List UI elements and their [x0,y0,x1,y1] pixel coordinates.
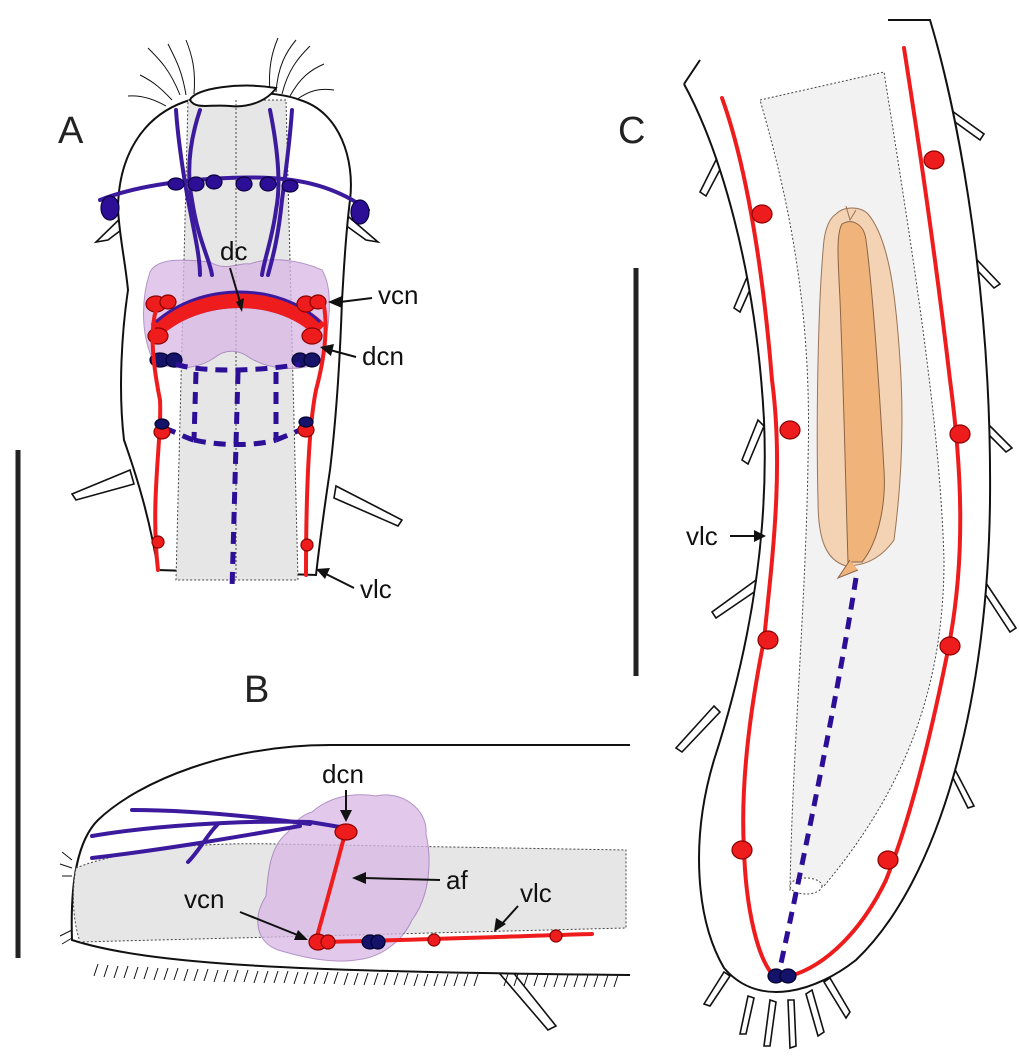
chaeta-a-right [334,486,402,526]
panel-a: A dc vcn dcn vlc [58,38,418,604]
label-b-vlc: vlc [520,878,552,908]
label-a-dc: dc [220,236,247,266]
label-c-vlc: vlc [686,521,718,551]
label-a-dcn: dcn [362,341,404,371]
label-b-dcn: dcn [322,759,364,789]
label-a-vcn: vcn [378,280,418,310]
label-b-af: af [446,865,468,895]
chaeta-a-left [72,470,134,500]
panel-b: B dcn af vcn vlc [60,669,630,1030]
gut-end-c [790,878,822,894]
label-b-vcn: vcn [184,884,224,914]
label-a-vlc: vlc [360,574,392,604]
panel-label-b: B [244,669,269,711]
panel-label-a: A [58,110,84,152]
panel-label-c: C [618,110,645,152]
panel-c: C vlc [618,20,1016,1048]
